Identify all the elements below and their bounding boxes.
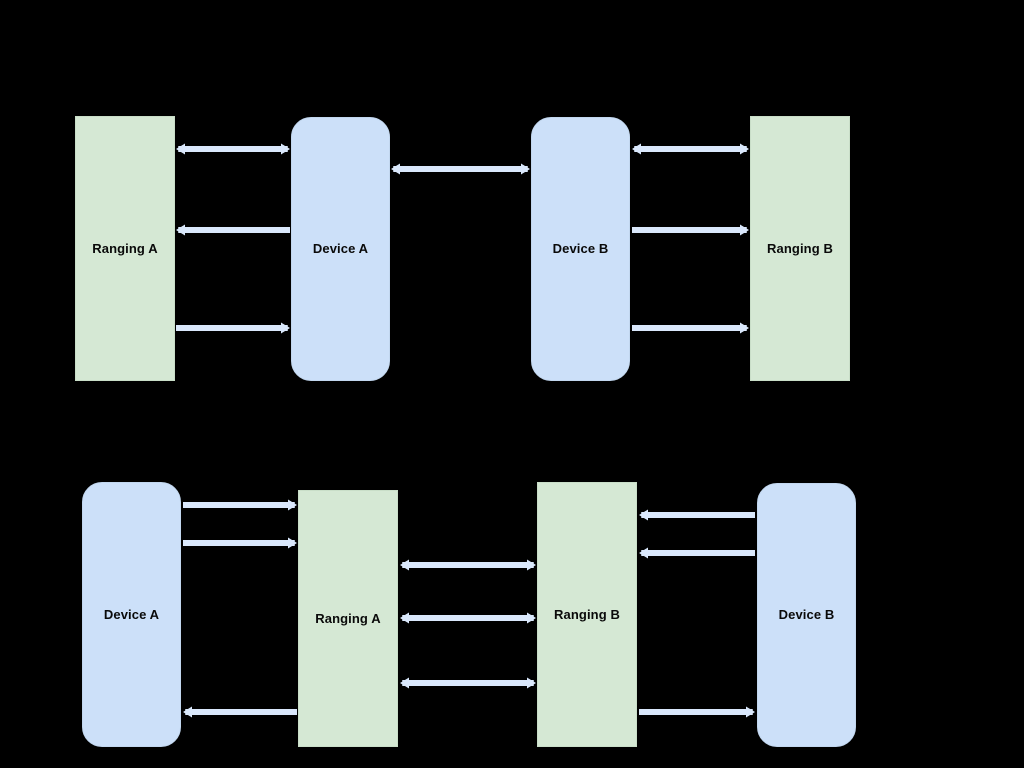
arrowhead-left — [400, 559, 409, 571]
arrowhead-left — [632, 143, 641, 155]
node-label: Device B — [778, 607, 835, 623]
node-top-device-b[interactable]: Device B — [531, 117, 630, 381]
node-bottom-device-a[interactable]: Device A — [82, 482, 181, 747]
node-bottom-ranging-a[interactable]: Ranging A — [298, 490, 398, 747]
arrowhead-left — [391, 163, 400, 175]
arrowhead-right — [746, 706, 755, 718]
arrowhead-left — [183, 706, 192, 718]
arrowhead-right — [740, 322, 749, 334]
arrowhead-right — [521, 163, 530, 175]
node-label: Ranging B — [554, 606, 620, 622]
arrowhead-left — [176, 143, 185, 155]
node-label: Ranging B — [767, 240, 833, 256]
node-bottom-device-b[interactable]: Device B — [757, 483, 856, 747]
node-label: Device A — [312, 241, 369, 257]
node-top-ranging-b[interactable]: Ranging B — [750, 116, 850, 381]
arrowhead-left — [176, 224, 185, 236]
arrowhead-right — [527, 677, 536, 689]
node-label: Ranging A — [315, 610, 381, 626]
arrowhead-left — [639, 547, 648, 559]
node-top-device-a[interactable]: Device A — [291, 117, 390, 381]
arrowhead-left — [400, 677, 409, 689]
arrowhead-left — [639, 509, 648, 521]
arrowhead-right — [527, 559, 536, 571]
arrowhead-right — [740, 224, 749, 236]
arrowhead-right — [288, 499, 297, 511]
arrowhead-right — [527, 612, 536, 624]
node-label: Device A — [103, 606, 160, 622]
arrowhead-right — [281, 322, 290, 334]
node-top-ranging-a[interactable]: Ranging A — [75, 116, 175, 381]
node-label: Device B — [552, 241, 609, 257]
arrowhead-right — [740, 143, 749, 155]
node-label: Ranging A — [92, 240, 158, 256]
arrowhead-right — [288, 537, 297, 549]
arrowhead-left — [400, 612, 409, 624]
node-bottom-ranging-b[interactable]: Ranging B — [537, 482, 637, 747]
arrowhead-right — [281, 143, 290, 155]
